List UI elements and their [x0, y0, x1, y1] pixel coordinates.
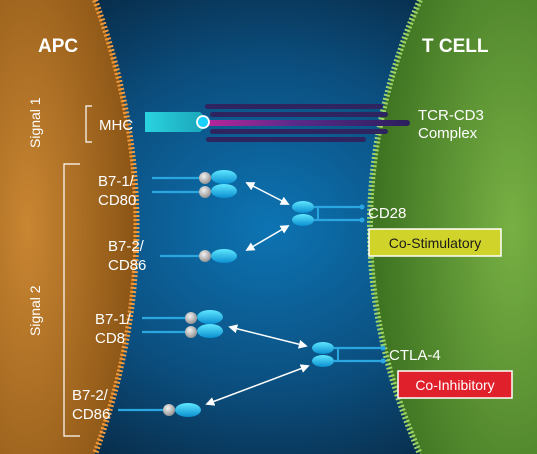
tcell-title: T CELL	[422, 36, 489, 57]
b7-1-dimer-top	[152, 170, 237, 198]
mhc-molecule	[145, 112, 206, 132]
signal2-label: Signal 2	[27, 285, 43, 336]
b7-1-cd80-line1: B7-1/	[98, 173, 135, 190]
b7-2-cd86-top-line1: B7-2/	[108, 238, 145, 255]
mhc-label: MHC	[99, 117, 133, 134]
ctla4-receptor	[312, 342, 386, 367]
ctla4-label: CTLA-4	[389, 347, 441, 364]
b7-2-monomer-bottom	[118, 403, 201, 417]
co-inhibitory-badge	[397, 370, 513, 399]
tcr-cd3-complex	[200, 104, 410, 142]
b7-2-monomer-top	[160, 249, 237, 263]
b7-1-cd8-line2: CD8	[95, 330, 125, 347]
b7-2-cd86-bottom-line1: B7-2/	[72, 387, 109, 404]
apc-title: APC	[38, 36, 78, 57]
co-stimulatory-badge	[368, 228, 502, 257]
b7-1-dimer-bottom	[142, 310, 223, 338]
peptide-icon	[196, 115, 210, 129]
tcell-cell	[370, 0, 537, 454]
cd28-label: CD28	[368, 205, 406, 222]
signal1-label: Signal 1	[27, 97, 43, 148]
b7-2-cd86-bottom-line2: CD86	[72, 406, 110, 423]
b7-2-cd86-top-line2: CD86	[108, 257, 146, 274]
arrow-cd8-ctla4	[228, 324, 308, 349]
co-stimulatory-label: Co-Stimulatory	[389, 235, 482, 251]
tcr-label-line1: TCR-CD3	[418, 107, 484, 124]
cd28-receptor	[292, 201, 365, 226]
mhc-bracket	[85, 105, 92, 143]
co-inhibitory-label: Co-Inhibitory	[415, 377, 494, 393]
b7-1-cd80-line2: CD80	[98, 192, 136, 209]
tcr-label-line2: Complex	[418, 125, 478, 142]
arrow-cd86-cd28	[245, 225, 290, 251]
signal2-bracket	[63, 163, 80, 437]
arrow-cd86-ctla4	[205, 364, 310, 406]
b7-1-cd8-line1: B7-1/	[95, 311, 132, 328]
apc-cell	[0, 0, 137, 454]
arrow-cd80-cd28	[245, 182, 290, 205]
apc-membrane	[92, 0, 140, 454]
